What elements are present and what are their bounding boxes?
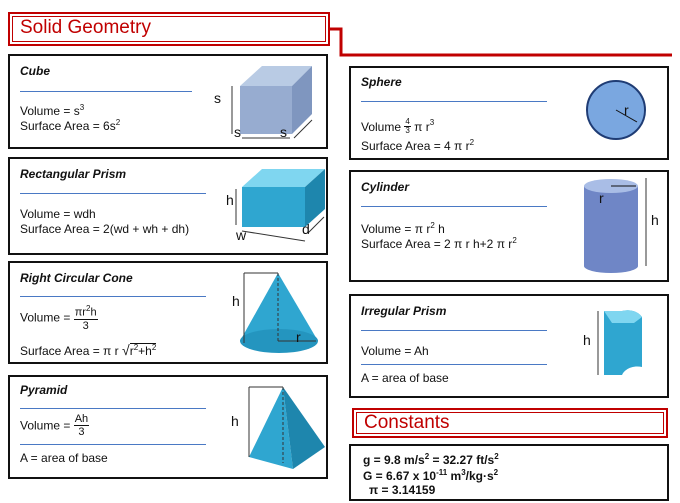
cylinder-shape (584, 178, 647, 273)
pyramid-base-note: A = area of base (20, 451, 108, 465)
cone-divider (20, 296, 206, 297)
rect-prism-volume: Volume = wdh (20, 207, 96, 221)
cone-surface-area: Surface Area = π r √r2+h2 (20, 342, 157, 358)
sphere-shape (586, 80, 646, 140)
constant-pi: π = 3.14159 (369, 483, 436, 497)
sphere-divider (361, 101, 547, 102)
cube-volume: Volume = s3 (20, 103, 85, 118)
cylinder-card: Cylinder Volume = π r2 h Surface Area = … (349, 170, 669, 282)
irregular-prism-title: Irregular Prism (361, 304, 447, 318)
pyramid-divider-2 (20, 444, 206, 445)
cube-shape (231, 66, 313, 139)
irregular-prism-label-h: h (583, 332, 591, 348)
cylinder-title: Cylinder (361, 180, 410, 194)
cylinder-label-h: h (651, 212, 659, 228)
rect-prism-label-w: w (236, 227, 247, 243)
sphere-title: Sphere (361, 75, 402, 89)
cone-label-r: r (296, 329, 301, 345)
cube-label-s-bottom: s (234, 124, 241, 140)
pyramid-shape (248, 386, 325, 469)
cylinder-surface-area: Surface Area = 2 π r h+2 π r2 (361, 236, 517, 251)
rect-prism-label-h: h (226, 192, 234, 208)
cone-title: Right Circular Cone (20, 271, 133, 285)
rect-prism-title: Rectangular Prism (20, 167, 127, 181)
rectangular-prism-card: Rectangular Prism Volume = wdh Surface A… (8, 157, 328, 255)
cube-title: Cube (20, 64, 50, 78)
cube-card: Cube Volume = s3 Surface Area = 6s2 s s … (8, 54, 328, 149)
rect-prism-surface-area: Surface Area = 2(wd + wh + dh) (20, 222, 190, 236)
irregular-prism-divider-2 (361, 364, 547, 365)
pyramid-divider (20, 408, 206, 409)
rect-prism-shape (235, 169, 325, 242)
constants-title: Constants (364, 412, 450, 433)
constants-card: g = 9.8 m/s2 = 32.27 ft/s2 G = 6.67 x 10… (349, 444, 669, 501)
cylinder-label-r: r (599, 190, 604, 206)
constant-gravitational: G = 6.67 x 10-11 m3/kg·s2 (363, 468, 499, 483)
sphere-label-r: r (624, 102, 629, 118)
heading-connector-line (330, 27, 672, 57)
solid-geometry-heading: Solid Geometry (8, 12, 330, 46)
cylinder-divider (361, 206, 547, 207)
cone-shape (240, 272, 318, 353)
pyramid-title: Pyramid (20, 383, 68, 397)
constants-heading: Constants (352, 408, 668, 438)
rect-prism-label-d: d (302, 221, 310, 237)
cube-divider (20, 91, 192, 92)
solid-geometry-title: Solid Geometry (20, 17, 151, 38)
irregular-prism-volume: Volume = Ah (361, 344, 429, 358)
cube-label-s-side: s (214, 90, 221, 106)
irregular-prism-divider (361, 330, 547, 331)
cube-surface-area: Surface Area = 6s2 (20, 118, 121, 133)
irregular-prism-base-note: A = area of base (361, 371, 449, 385)
irregular-prism-shape (597, 310, 642, 375)
cube-label-s-depth: s (280, 124, 287, 140)
constant-gravity: g = 9.8 m/s2 = 32.27 ft/s2 (363, 452, 499, 467)
pyramid-label-h: h (231, 413, 239, 429)
irregular-prism-card: Irregular Prism Volume = Ah A = area of … (349, 294, 669, 398)
cone-label-h: h (232, 293, 240, 309)
rect-prism-divider (20, 193, 206, 194)
cylinder-volume: Volume = π r2 h (361, 221, 445, 236)
sphere-surface-area: Surface Area = 4 π r2 (361, 138, 475, 153)
